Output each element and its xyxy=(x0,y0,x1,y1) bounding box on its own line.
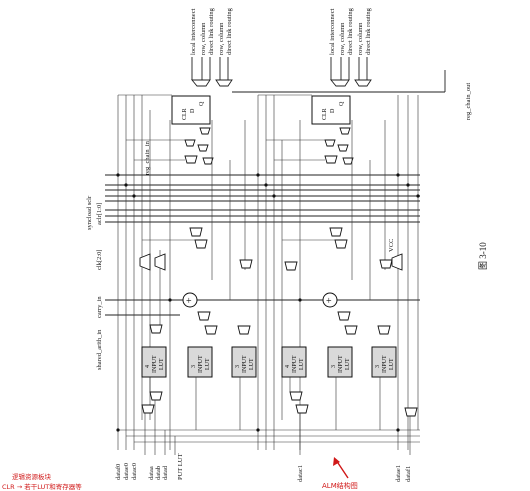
junction-dots xyxy=(116,173,420,432)
label-dataa: dataa xyxy=(148,466,155,480)
flip-flop-right: CLR D Q xyxy=(311,95,351,125)
svg-text:LUT: LUT xyxy=(345,358,351,370)
reg-chain-in-label: reg_chain_in xyxy=(144,140,151,175)
top-output-wires xyxy=(191,57,372,87)
lut-block-4: 4 INPUT LUT xyxy=(281,346,307,378)
middle-muxes xyxy=(139,227,403,335)
lut-block-2: 3 INPUT LUT xyxy=(187,346,213,378)
red-annotation: ALM结构图 xyxy=(322,457,358,490)
svg-text:INPUT: INPUT xyxy=(152,355,158,373)
vcc-label: VCC xyxy=(388,239,395,252)
vertical-wires xyxy=(117,94,419,450)
lut-block-6: 3 INPUT LUT xyxy=(371,346,397,378)
top-label-row-column-2: row, column xyxy=(218,22,225,55)
label-datab: datab xyxy=(155,466,162,480)
label-datae1: datae1 xyxy=(395,465,402,482)
bottom-input-wires xyxy=(118,377,420,455)
ff-left-d: D xyxy=(190,108,196,113)
top-label-row-column-b2: row, column xyxy=(357,22,364,55)
top-label-direct-link-2: direct link routing xyxy=(226,7,233,55)
ff-left-q: Q xyxy=(199,101,205,106)
reg-chain-out-wire xyxy=(232,70,446,93)
left-control-labels: syncload sclr aclr[1:0] clk[2:0] carry_i… xyxy=(86,195,103,370)
top-signal-labels-left: local interconnect row, column direct li… xyxy=(190,7,233,55)
svg-text:LUT: LUT xyxy=(205,358,211,370)
label-dataf0: dataf0 xyxy=(115,464,122,480)
label-input-lut: PUT LUT xyxy=(177,454,184,480)
top-label-row-column-1: row, column xyxy=(200,22,207,55)
svg-text:3: 3 xyxy=(331,365,337,368)
svg-text:+: + xyxy=(326,296,332,307)
horizontal-bus-lines xyxy=(105,174,420,316)
top-label-direct-link-b2: direct link routing xyxy=(365,7,372,55)
label-datac0: datac0 xyxy=(131,463,138,480)
corner-note-2: CLR → 若干LUT和寄存器等 xyxy=(2,482,82,491)
ff-gates xyxy=(184,127,354,165)
adder-left xyxy=(182,292,198,308)
syncload-sclr-label: syncload sclr xyxy=(86,195,93,230)
ff-right-d: D xyxy=(330,108,336,113)
top-label-local-interconnect-b: local interconnect xyxy=(329,8,336,55)
annotation-arrowhead xyxy=(333,457,340,466)
svg-text:LUT: LUT xyxy=(299,358,305,370)
clk-label: clk[2:0] xyxy=(96,249,103,270)
svg-text:INPUT: INPUT xyxy=(242,355,248,373)
svg-text:LUT: LUT xyxy=(159,358,165,370)
aclr-label: aclr[1:0] xyxy=(96,203,103,225)
top-label-local-interconnect: local interconnect xyxy=(190,8,197,55)
reg-chain-out-label: reg_chain_out xyxy=(465,83,472,120)
svg-text:LUT: LUT xyxy=(249,358,255,370)
svg-text:INPUT: INPUT xyxy=(382,355,388,373)
corner-note-1: 逻辑资源板块 xyxy=(12,472,52,481)
svg-text:LUT: LUT xyxy=(389,358,395,370)
ff-right-q: Q xyxy=(339,101,345,106)
svg-text:4: 4 xyxy=(285,365,291,368)
label-datad: datad xyxy=(162,465,169,480)
label-datac1: datac1 xyxy=(297,465,304,482)
top-label-direct-link-1: direct link routing xyxy=(208,7,215,55)
label-datae0: datae0 xyxy=(123,463,130,480)
annotation-text: ALM结构图 xyxy=(322,481,358,490)
ff-left-clr: CLR xyxy=(182,108,188,120)
ff-right-clr: CLR xyxy=(322,108,328,120)
lut-block-3: 3 INPUT LUT xyxy=(231,346,257,378)
svg-text:3: 3 xyxy=(235,365,241,368)
adders: + + xyxy=(182,292,338,308)
svg-text:+: + xyxy=(186,296,192,307)
svg-text:3: 3 xyxy=(191,365,197,368)
top-signal-labels-right: local interconnect row, column direct li… xyxy=(329,7,372,55)
top-label-row-column-b1: row, column xyxy=(339,22,346,55)
lut-block-1: 4 INPUT LUT xyxy=(141,346,167,378)
top-label-direct-link-b1: direct link routing xyxy=(347,7,354,55)
svg-text:INPUT: INPUT xyxy=(292,355,298,373)
lut-blocks: 4 INPUT LUT 3 INPUT LUT 3 INPUT LUT 4 IN… xyxy=(141,346,397,378)
lower-muxes xyxy=(141,391,418,417)
svg-text:INPUT: INPUT xyxy=(338,355,344,373)
adder-right xyxy=(322,292,338,308)
label-dataf1: dataf1 xyxy=(405,466,412,482)
svg-text:3: 3 xyxy=(375,365,381,368)
bottom-labels: dataf0 datae0 datac0 dataa datab datad P… xyxy=(115,454,412,482)
shared-arith-in-label: shared_arith_in xyxy=(96,329,103,370)
carry-in-label: carry_in xyxy=(96,296,103,318)
svg-text:4: 4 xyxy=(145,365,151,368)
flip-flop-left: CLR D Q xyxy=(171,95,211,125)
svg-text:INPUT: INPUT xyxy=(198,355,204,373)
figure-caption: 图 3-10 xyxy=(478,242,488,270)
lut-block-5: 3 INPUT LUT xyxy=(327,346,353,378)
